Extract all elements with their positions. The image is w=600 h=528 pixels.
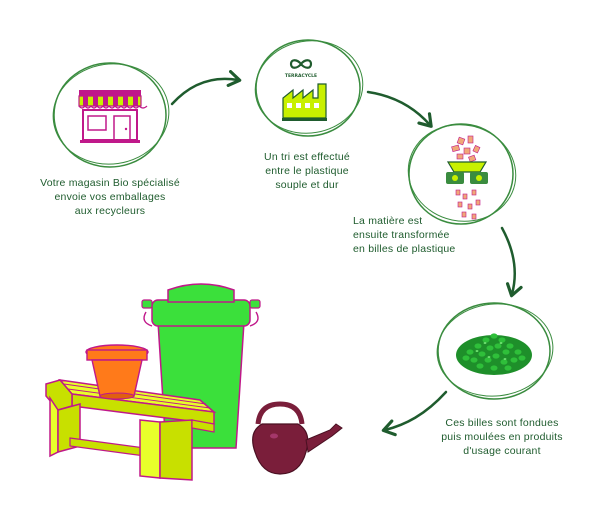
step-1-line-1: Votre magasin Bio spécialisé bbox=[40, 177, 180, 189]
step-2-line-1: Un tri est effectué bbox=[264, 151, 350, 163]
step-1-circle bbox=[52, 62, 170, 168]
step-4-line-2: puis moulées en produits bbox=[441, 431, 563, 443]
step-1-line-2: envoie vos emballages bbox=[54, 191, 166, 203]
terracycle-logo-text: TERRACYCLE bbox=[285, 73, 317, 79]
step-3-line-2: ensuite transformée bbox=[353, 229, 450, 241]
arrow-3-to-4 bbox=[500, 226, 523, 298]
step-3-caption: La matière est ensuite transformée en bi… bbox=[353, 214, 473, 256]
step-4-line-1: Ces billes sont fondues bbox=[445, 417, 559, 429]
step-1-caption: Votre magasin Bio spécialisé envoie vos … bbox=[22, 176, 198, 218]
pellets-icon bbox=[456, 333, 532, 375]
flower-pot-icon bbox=[85, 344, 149, 400]
step-1-line-3: aux recycleurs bbox=[74, 205, 146, 217]
step-3-line-3: en billes de plastique bbox=[353, 243, 456, 255]
watering-can-icon bbox=[252, 401, 343, 475]
step-2-circle bbox=[254, 39, 364, 137]
arrow-1-to-2 bbox=[170, 70, 242, 106]
arrow-2-to-3 bbox=[366, 90, 433, 128]
step-4-caption: Ces billes sont fondues puis moulées en … bbox=[428, 416, 576, 458]
step-2-line-3: souple et dur bbox=[275, 179, 339, 191]
arrow-4-to-products bbox=[381, 390, 448, 437]
step-2-caption: Un tri est effectué entre le plastique s… bbox=[242, 150, 372, 192]
factory-icon: TERRACYCLE bbox=[282, 59, 327, 121]
bench-icon bbox=[45, 378, 217, 481]
step-4-circle bbox=[436, 302, 554, 400]
step-3-line-1: La matière est bbox=[353, 215, 423, 227]
shredder-icon bbox=[446, 135, 488, 220]
shop-icon bbox=[78, 90, 148, 143]
step-4-line-3: d'usage courant bbox=[463, 445, 541, 457]
step-2-line-2: entre le plastique bbox=[265, 165, 349, 177]
step-3-circle bbox=[407, 123, 517, 225]
